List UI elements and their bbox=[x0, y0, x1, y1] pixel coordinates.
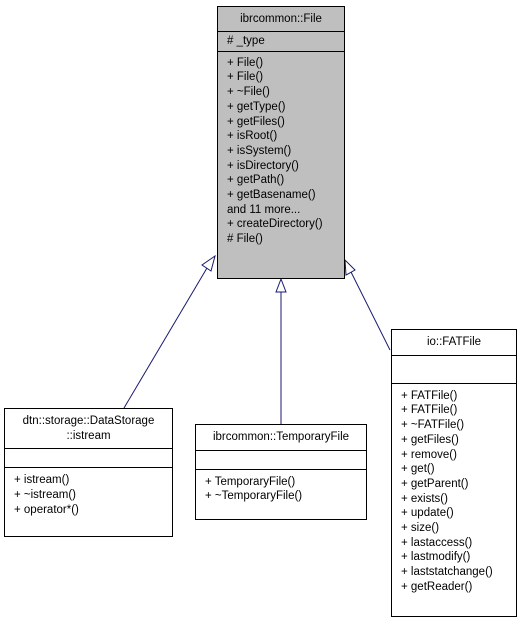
method: + remove() bbox=[401, 448, 457, 461]
method: + istream() bbox=[14, 474, 70, 487]
class-title: ibrcommon::TemporaryFile bbox=[212, 431, 350, 443]
class-attributes-empty bbox=[392, 354, 516, 383]
class-title: io::FATFile bbox=[426, 336, 482, 348]
class-methods: + istream() + ~istream() + operator*() bbox=[5, 467, 172, 519]
method: + FATFile() bbox=[401, 389, 458, 402]
method: + getParent() bbox=[401, 477, 469, 490]
method: + size() bbox=[401, 522, 440, 535]
class-ibrcommon-temporaryfile[interactable]: ibrcommon::TemporaryFile + TemporaryFile… bbox=[195, 424, 367, 520]
method: + lastaccess() bbox=[401, 536, 473, 549]
method: # File() bbox=[227, 233, 263, 246]
method: + getPath() bbox=[227, 174, 285, 187]
method: + getFiles() bbox=[227, 115, 285, 128]
method: + laststatchange() bbox=[401, 566, 493, 579]
edge-istream-to-file bbox=[123, 267, 208, 409]
class-methods: + TemporaryFile() + ~TemporaryFile() bbox=[196, 468, 366, 506]
class-attributes: # _type bbox=[218, 31, 344, 51]
method: + ~File() bbox=[227, 86, 270, 99]
method: + getType() bbox=[227, 100, 286, 113]
method: + ~istream() bbox=[14, 489, 76, 502]
method: + get() bbox=[401, 463, 435, 476]
edge-fatfile-to-file bbox=[350, 271, 391, 351]
method: + ~TemporaryFile() bbox=[205, 490, 303, 503]
method: + File() bbox=[227, 56, 264, 69]
more-methods-link[interactable]: and 11 more... bbox=[227, 203, 301, 216]
attribute: # _type bbox=[227, 35, 265, 47]
method: + lastmodify() bbox=[401, 551, 471, 564]
class-methods: + File() + File() + ~File() + getType() … bbox=[218, 50, 344, 249]
edge-arrowhead-fatfile bbox=[344, 258, 356, 276]
method: + ~FATFile() bbox=[401, 419, 465, 432]
class-attributes-empty bbox=[5, 448, 172, 467]
method: + isSystem() bbox=[227, 144, 292, 157]
method: + exists() bbox=[401, 492, 448, 505]
method: + getBasename() bbox=[227, 189, 316, 202]
method: + operator*() bbox=[14, 503, 79, 516]
class-datastorage-istream[interactable]: dtn::storage::DataStorage ::istream + is… bbox=[4, 408, 173, 537]
method: + TemporaryFile() bbox=[205, 475, 296, 488]
method: + FATFile() bbox=[401, 404, 458, 417]
method: + update() bbox=[401, 507, 454, 520]
class-title: ibrcommon::File bbox=[240, 13, 322, 25]
class-title: dtn::storage::DataStorage ::istream bbox=[22, 415, 155, 442]
class-methods: + FATFile() + FATFile() + ~FATFile() + g… bbox=[392, 382, 516, 597]
method: + getReader() bbox=[401, 580, 473, 593]
class-attributes-empty bbox=[196, 449, 366, 469]
edge-arrowhead-istream bbox=[201, 254, 216, 272]
edge-arrowhead-temporaryfile bbox=[275, 277, 287, 293]
class-ibrcommon-file[interactable]: ibrcommon::File # _type + File() + File(… bbox=[217, 6, 345, 279]
class-io-fatfile[interactable]: io::FATFile + FATFile() + FATFile() + ~F… bbox=[391, 329, 517, 617]
method: + isRoot() bbox=[227, 130, 278, 143]
method: + getFiles() bbox=[401, 433, 459, 446]
method: + isDirectory() bbox=[227, 159, 299, 172]
method: + File() bbox=[227, 71, 264, 84]
method: + createDirectory() bbox=[227, 218, 323, 231]
